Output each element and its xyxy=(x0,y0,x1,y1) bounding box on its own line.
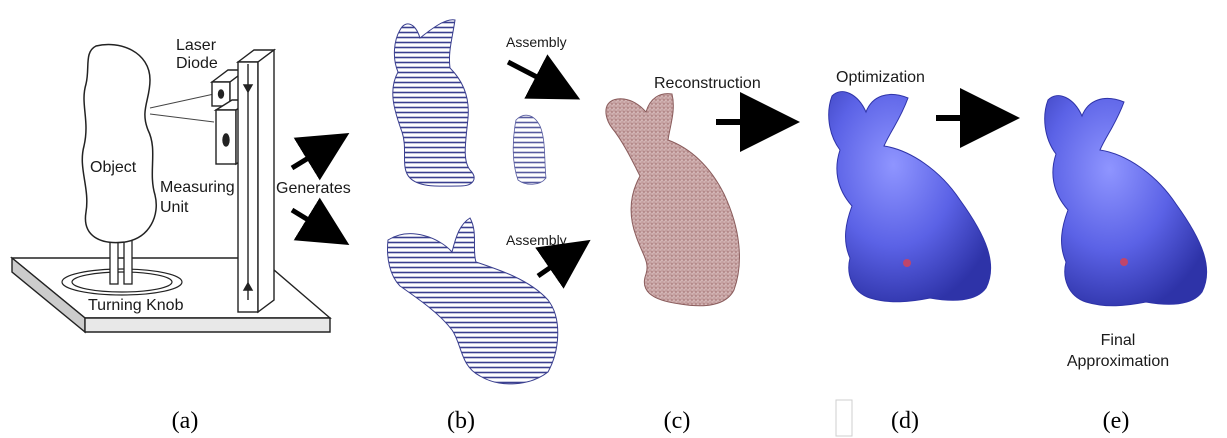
base-plate xyxy=(12,258,330,332)
scanned-object xyxy=(82,44,156,242)
caption-c: (c) xyxy=(664,408,691,434)
object-label: Object xyxy=(90,159,137,176)
measuring-unit-label-line2: Unit xyxy=(160,199,189,216)
caption-d: (d) xyxy=(891,408,919,434)
panel-b-range-scans: Assembly Assembly xyxy=(388,20,571,384)
arrow-to-bottom-scan xyxy=(292,210,328,232)
laser-diode-label-line1: Laser xyxy=(176,37,217,54)
assembly-label-top: Assembly xyxy=(506,34,567,50)
reconstruction-label: Reconstruction xyxy=(654,75,761,92)
panel-e-final: Final Approximation xyxy=(1045,96,1207,370)
arrow-to-top-scan xyxy=(292,146,328,168)
bunny-dot-e xyxy=(1120,258,1128,266)
laser-beams xyxy=(150,94,214,122)
vertical-rail xyxy=(238,50,274,312)
assembly-label-bottom: Assembly xyxy=(506,232,567,248)
stray-box xyxy=(836,400,852,436)
generates-label: Generates xyxy=(276,180,351,197)
caption-e: (e) xyxy=(1103,408,1130,434)
caption-b: (b) xyxy=(447,408,475,434)
optimized-bunny xyxy=(829,92,991,302)
final-approximation-label-line2: Approximation xyxy=(1067,353,1169,370)
panel-c-reconstruction: Reconstruction xyxy=(606,75,770,306)
caption-a: (a) xyxy=(172,408,199,434)
turning-knob-label: Turning Knob xyxy=(88,297,184,314)
laser-diode-label-line2: Diode xyxy=(176,55,218,72)
top-range-scan-fragment xyxy=(513,115,546,184)
panel-a-scanner: Laser Diode Object Measuring Unit Turnin… xyxy=(12,37,351,332)
final-approximation-label-line1: Final xyxy=(1101,332,1136,349)
optimization-label: Optimization xyxy=(836,69,925,86)
reconstructed-mesh xyxy=(606,94,740,306)
panel-d-optimization: Optimization xyxy=(829,69,991,302)
captions: (a) (b) (c) (d) (e) xyxy=(172,408,1130,434)
measuring-unit-label-line1: Measuring xyxy=(160,179,235,196)
assembly-arrow-top xyxy=(508,62,558,88)
bunny-dot-d xyxy=(903,259,911,267)
top-range-scan xyxy=(393,20,474,186)
assembly-arrow-bottom xyxy=(538,254,570,276)
final-bunny xyxy=(1045,96,1207,306)
